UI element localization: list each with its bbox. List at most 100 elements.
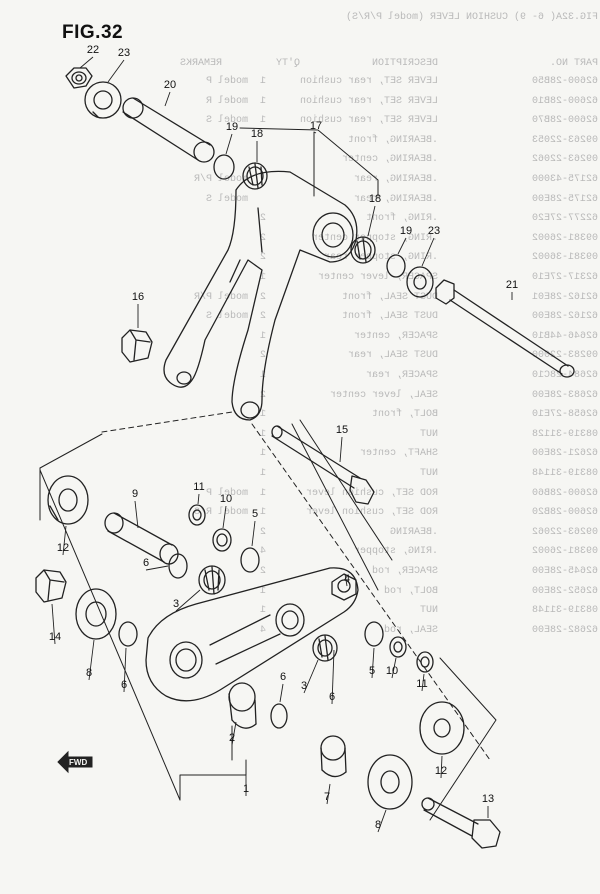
fwd-arrow-icon: FWD	[57, 750, 93, 774]
callout-1: 1	[243, 783, 249, 795]
callout-14: 14	[49, 631, 61, 643]
callout-19: 19	[400, 225, 412, 237]
part-18-bearing	[242, 162, 268, 190]
part-12-washer	[47, 475, 89, 525]
callout-leader-23	[107, 59, 125, 83]
callout-20: 20	[164, 79, 176, 91]
callout-18: 18	[251, 128, 263, 140]
part-6-ring-lower	[270, 703, 288, 729]
part-8-washer-lower	[367, 754, 413, 810]
part-10-seal-lower	[389, 636, 407, 658]
part-23-washer	[84, 81, 122, 119]
callout-11: 11	[416, 678, 427, 690]
callout-leader-4	[344, 573, 348, 587]
callout-12: 12	[57, 542, 69, 554]
part-6-ring	[168, 553, 188, 579]
callout-16: 16	[132, 291, 144, 303]
callout-9: 9	[132, 488, 138, 500]
part-4-spacer	[331, 573, 357, 601]
part-3-bearing	[198, 565, 226, 595]
callout-leader-6	[145, 565, 169, 571]
callout-leader-11	[197, 493, 200, 505]
callout-6: 6	[329, 691, 335, 703]
callout-leader-3	[175, 589, 201, 612]
callout-leader-19	[225, 133, 233, 155]
callout-5: 5	[252, 508, 258, 520]
callout-4: 4	[344, 573, 350, 585]
part-22-nut	[65, 67, 93, 89]
part-5-ring	[240, 547, 260, 573]
part-23-washer-right	[406, 266, 434, 298]
callout-5: 5	[369, 665, 375, 677]
part-12-washer-right	[419, 701, 465, 755]
callout-leader-6	[279, 683, 284, 703]
part-3-bearing-lower	[312, 634, 338, 662]
callout-19: 19	[226, 121, 238, 133]
callout-22: 22	[87, 44, 99, 56]
callout-13: 13	[482, 793, 494, 805]
part-7-spacer	[320, 735, 347, 778]
callout-leader-18	[367, 205, 376, 237]
callout-leader-19	[397, 237, 407, 255]
callout-leader-8	[88, 639, 95, 681]
callout-leader-15	[339, 436, 343, 463]
callout-leader-11	[421, 673, 425, 692]
part-6-ring-right	[364, 621, 384, 647]
callout-6: 6	[280, 671, 286, 683]
part-9-spacer	[104, 512, 179, 565]
part-13-bolt	[421, 797, 501, 849]
callout-6: 6	[143, 557, 149, 569]
callout-21: 21	[506, 279, 518, 291]
callout-leader-23	[421, 237, 435, 267]
callout-leader-2	[231, 721, 237, 746]
callout-23: 23	[118, 47, 130, 59]
callout-leader-10	[222, 505, 227, 529]
callout-2: 2	[229, 732, 235, 744]
callout-leader-8	[377, 809, 387, 833]
part-14-nut	[35, 569, 67, 603]
callout-leader-3	[303, 659, 319, 694]
callout-12: 12	[435, 765, 447, 777]
callout-leader-14	[51, 603, 56, 645]
callout-7: 7	[324, 791, 330, 803]
part-15-bolt	[271, 425, 375, 505]
part-2-spacer	[228, 682, 257, 729]
part-21-bolt	[435, 279, 575, 378]
callout-leader-12	[62, 525, 67, 556]
callout-10: 10	[220, 493, 232, 505]
callout-3: 3	[301, 680, 307, 692]
part-6-ring-left	[118, 621, 138, 647]
callout-leader-5	[371, 647, 375, 679]
callout-17: 17	[310, 120, 322, 132]
part-18-bearing-right	[350, 236, 376, 264]
part-1-cushion-rod	[145, 567, 359, 702]
part-17-cushion-lever	[163, 170, 358, 421]
part-20-spacer	[122, 97, 215, 163]
callout-leader-5	[251, 520, 256, 547]
figure-title: FIG.32	[62, 22, 124, 43]
callout-15: 15	[336, 424, 348, 436]
callout-23: 23	[428, 225, 440, 237]
part-11-seal-lower	[416, 651, 434, 673]
part-11-seal	[188, 504, 206, 526]
callout-10: 10	[386, 665, 398, 677]
part-8-washer	[75, 588, 117, 640]
callout-leader-7	[326, 783, 331, 805]
callout-8: 8	[86, 667, 92, 679]
callout-11: 11	[193, 481, 204, 493]
callout-leader-20	[164, 91, 171, 107]
callout-leader-6	[331, 649, 335, 705]
part-16-nut	[121, 329, 153, 363]
callout-leader-22	[79, 56, 94, 69]
callout-leader-9	[134, 500, 139, 529]
callout-leader-17	[313, 131, 317, 134]
callout-8: 8	[375, 819, 381, 831]
callout-leader-12	[440, 755, 443, 779]
callout-3: 3	[173, 598, 179, 610]
callout-6: 6	[121, 679, 127, 691]
callout-leader-10	[391, 657, 397, 679]
part-10-seal	[212, 528, 232, 552]
